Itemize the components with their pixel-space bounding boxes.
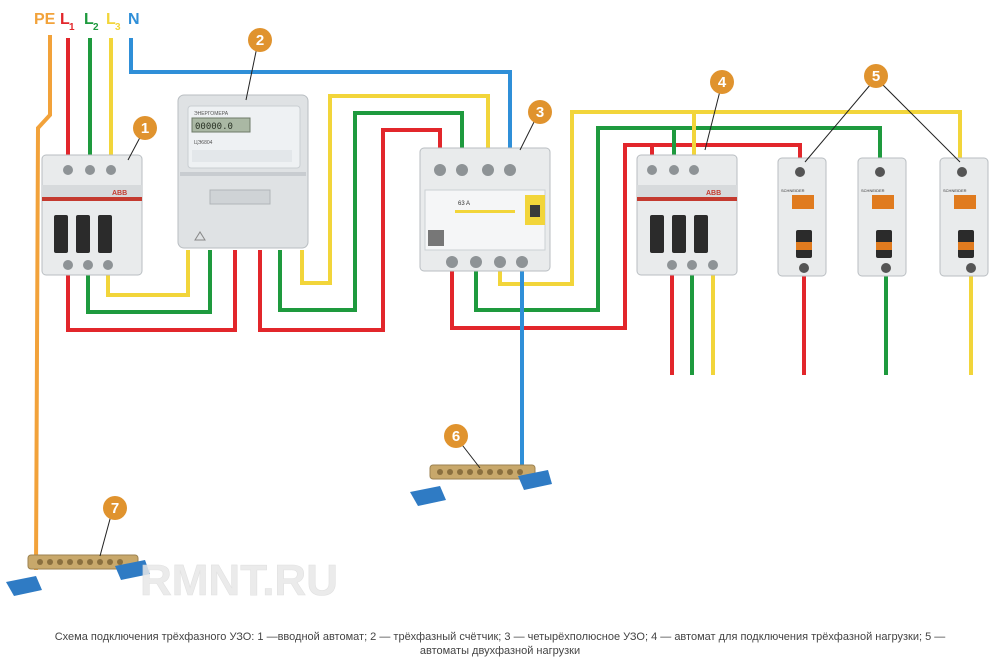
marker-3: 3 (528, 100, 552, 124)
marker-2: 2 (248, 28, 272, 52)
wire-l2-b1-meter (86, 250, 212, 314)
wire-n-in (129, 38, 512, 148)
caption-line-1: Схема подключения трёхфазного УЗО: 1 —вв… (54, 631, 946, 643)
wire-l3-b1-meter (106, 250, 190, 297)
wire-l1-rcd-out (450, 143, 802, 330)
breaker5b-brand: SCHNEIDER (861, 188, 885, 193)
label-l1: L (60, 11, 70, 28)
label-n: N (128, 11, 140, 28)
wire-pe (34, 35, 52, 571)
breaker4-brand: ABB (706, 190, 721, 197)
meter-display: 00000.0 (195, 122, 233, 132)
svg-text:1: 1 (141, 120, 149, 137)
label-l3-sub: 3 (115, 22, 121, 33)
rcd-rating: 63 A (458, 201, 470, 207)
figure-caption: Схема подключения трёхфазного УЗО: 1 —вв… (10, 630, 990, 658)
three-phase-load-breaker: ABB (636, 154, 738, 276)
three-phase-meter: ЭНЕРГОМЕРА 00000.0 ЦЭ6804 (177, 94, 309, 249)
wire-l1-b1-meter (66, 250, 237, 332)
marker-5: 5 (864, 64, 888, 88)
marker-6: 6 (444, 424, 468, 448)
neutral-bus-bar (410, 464, 552, 506)
breaker5c-brand: SCHNEIDER (943, 188, 967, 193)
four-pole-rcd: 63 A (419, 147, 551, 272)
meter-brand: ЭНЕРГОМЕРА (194, 111, 229, 117)
phase-labels: PE L 1 L 2 L 3 N (34, 11, 140, 33)
watermark: RMNT.RU (140, 556, 338, 605)
marker-1: 1 (133, 116, 157, 140)
rcd-wiring-diagram: PE L 1 L 2 L 3 N (6, 11, 989, 605)
label-pe: PE (34, 11, 56, 28)
marker-4: 4 (710, 70, 734, 94)
pe-bus-bar (6, 554, 150, 596)
meter-model: ЦЭ6804 (194, 140, 213, 146)
label-l2-sub: 2 (93, 22, 99, 33)
svg-text:6: 6 (452, 428, 460, 445)
marker-7: 7 (103, 496, 127, 520)
wire-l1-meter-rcd (258, 128, 442, 332)
wires (34, 35, 973, 571)
svg-text:4: 4 (718, 74, 727, 91)
single-pole-breaker-c: SCHNEIDER (939, 157, 989, 277)
input-breaker-brand: ABB (112, 190, 127, 197)
svg-text:7: 7 (111, 500, 119, 517)
svg-text:3: 3 (536, 104, 544, 121)
single-pole-breaker-a: SCHNEIDER (777, 157, 827, 277)
input-breaker: ABB (41, 154, 143, 276)
label-l3: L (106, 11, 116, 28)
wire-l3-meter-rcd (300, 94, 490, 285)
breaker5a-brand: SCHNEIDER (781, 188, 805, 193)
wire-l2-rcd-out (474, 126, 882, 312)
svg-text:5: 5 (872, 68, 880, 85)
caption-line-2: автоматы двухфазной нагрузки (419, 645, 581, 657)
single-pole-breaker-b: SCHNEIDER (857, 157, 907, 277)
wire-l3-rcd-out (498, 110, 962, 286)
number-markers: 1 2 3 4 5 6 7 (103, 28, 888, 520)
wire-l2-meter-rcd (278, 111, 464, 312)
label-l2: L (84, 11, 94, 28)
label-l1-sub: 1 (69, 22, 75, 33)
svg-text:2: 2 (256, 32, 264, 49)
